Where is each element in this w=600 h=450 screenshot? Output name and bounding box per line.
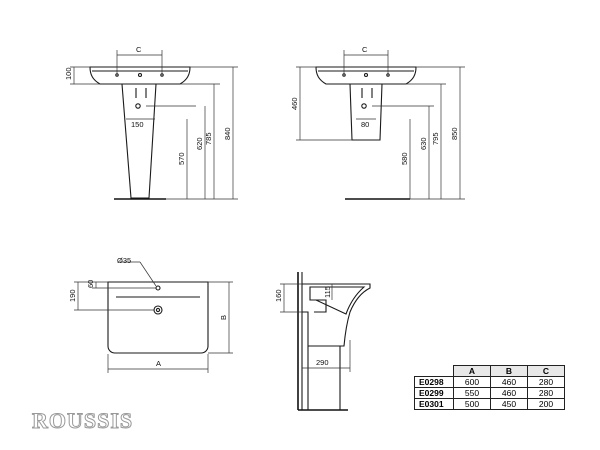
tap-hole-center <box>363 72 369 78</box>
cell-c: 280 <box>527 387 565 399</box>
cell-c: 200 <box>527 398 565 410</box>
dim-190-label: 190 <box>68 289 77 302</box>
view-top: Ø35 190 60 A B <box>68 256 233 373</box>
dim-850-label: 850 <box>450 127 459 140</box>
row-code: E0298 <box>414 376 454 388</box>
cell-b: 450 <box>490 398 528 410</box>
view-side-section: 160 115 290 <box>274 272 371 411</box>
dim-150-label: 150 <box>131 120 144 129</box>
tap-hole-center <box>137 72 143 78</box>
dim-290-label: 290 <box>316 358 329 367</box>
view-pedestal-front: C 100 150 570 620 785 840 <box>64 45 238 200</box>
cell-c: 280 <box>527 376 565 388</box>
view-semi-pedestal-front: C 460 80 580 630 795 850 <box>290 45 465 200</box>
table-header-a: A <box>453 365 491 377</box>
waste-hole <box>361 103 367 109</box>
dim-60-label: 60 <box>86 280 95 288</box>
basin-profile <box>302 283 371 347</box>
pedestal <box>121 83 157 199</box>
row-code: E0301 <box>414 398 454 410</box>
leader-dia <box>139 261 157 287</box>
table-row: E0298 600 460 280 <box>414 376 565 388</box>
dimension-table: A B C E0298 600 460 280 E0299 550 460 28… <box>414 365 565 410</box>
dim-840-label: 840 <box>223 127 232 140</box>
dim-785-label: 785 <box>204 132 213 145</box>
dim-115-label: 115 <box>323 286 332 298</box>
cell-a: 500 <box>453 398 491 410</box>
tap-hole-left <box>342 73 346 77</box>
dim-460-label: 460 <box>290 97 299 110</box>
dim-630-label: 630 <box>419 137 428 150</box>
dim-570-label: 570 <box>177 152 186 165</box>
waste-hole <box>135 103 141 109</box>
table-corner <box>414 365 454 377</box>
pedestal-side <box>307 346 341 410</box>
cell-b: 460 <box>490 387 528 399</box>
cell-a: 600 <box>453 376 491 388</box>
tap-hole <box>155 285 161 291</box>
tap-hole-left <box>115 73 119 77</box>
table-row: E0299 550 460 280 <box>414 387 565 399</box>
basin-top-outline <box>107 281 209 354</box>
table-header-row: A B C <box>414 365 565 377</box>
dim-c-label: C <box>136 45 142 54</box>
dim-795-label: 795 <box>431 132 440 145</box>
table-row: E0301 500 450 200 <box>414 398 565 410</box>
dim-c-label: C <box>362 45 368 54</box>
dim-620-label: 620 <box>195 137 204 150</box>
dim-580-label: 580 <box>400 152 409 165</box>
basin-outline <box>89 66 191 85</box>
tap-hole-right <box>160 73 164 77</box>
dim-80-label: 80 <box>361 120 369 129</box>
cell-a: 550 <box>453 387 491 399</box>
dim-160-label: 160 <box>274 289 283 302</box>
brand-logo: ROUSSIS <box>31 408 134 434</box>
cell-b: 460 <box>490 376 528 388</box>
semi-pedestal <box>349 83 383 141</box>
dim-dia-label: Ø35 <box>117 256 131 265</box>
dim-a-label: A <box>156 359 161 368</box>
dim-100-label: 100 <box>64 67 73 80</box>
table-header-c: C <box>527 365 565 377</box>
tap-hole-right <box>386 73 390 77</box>
dim-b-label: B <box>219 315 228 320</box>
waste-outlet-inner <box>155 307 161 313</box>
waste-outlet <box>153 305 163 315</box>
basin-outline <box>315 66 417 85</box>
row-code: E0299 <box>414 387 454 399</box>
table-header-b: B <box>490 365 528 377</box>
trap <box>314 299 327 313</box>
